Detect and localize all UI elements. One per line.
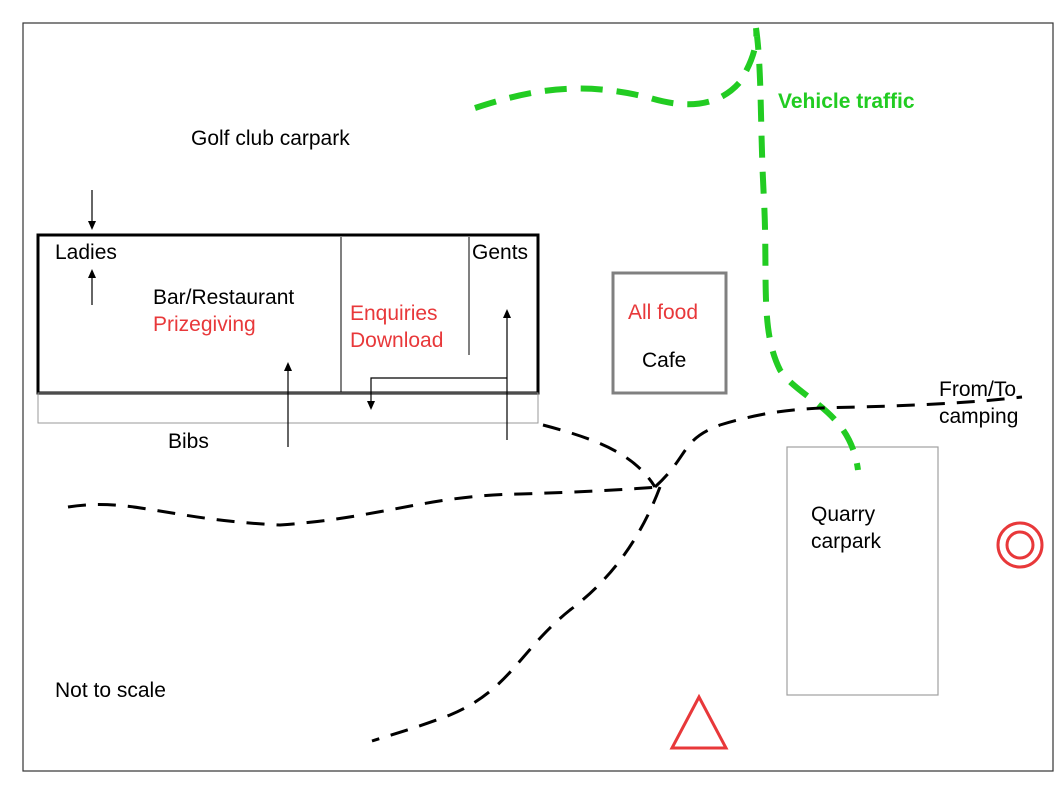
red-double-circle-icon — [996, 521, 1044, 569]
red-triangle-icon — [669, 693, 729, 750]
cafe-building — [611, 271, 728, 395]
quarry-label: Quarry — [811, 503, 876, 526]
bibs-label: Bibs — [168, 430, 209, 453]
footpath-from-building — [542, 423, 657, 488]
footpath-west — [67, 485, 659, 527]
download-label: Download — [350, 329, 444, 352]
cafe-label: Cafe — [642, 349, 687, 372]
carpark-label: carpark — [811, 530, 882, 553]
ladies-label: Ladies — [55, 241, 117, 264]
not-to-scale-label: Not to scale — [55, 679, 166, 702]
footpath-to-camping — [653, 395, 1023, 489]
quarry-carpark-area — [786, 446, 939, 696]
vehicle-traffic-label: Vehicle traffic — [778, 90, 915, 113]
enquiries-route-arrow — [367, 377, 507, 410]
footpath-south — [371, 486, 662, 743]
map-border — [22, 22, 1054, 772]
camping-label: camping — [939, 405, 1019, 428]
all-food-label: All food — [628, 301, 699, 324]
golf-club-carpark-label: Golf club carpark — [191, 127, 350, 150]
gents-label: Gents — [472, 241, 529, 264]
bar-restaurant-label: Bar/Restaurant — [153, 286, 295, 309]
enquiries-label: Enquiries — [350, 302, 438, 325]
prizegiving-label: Prizegiving — [153, 313, 256, 336]
from-to-label: From/To — [939, 378, 1017, 401]
